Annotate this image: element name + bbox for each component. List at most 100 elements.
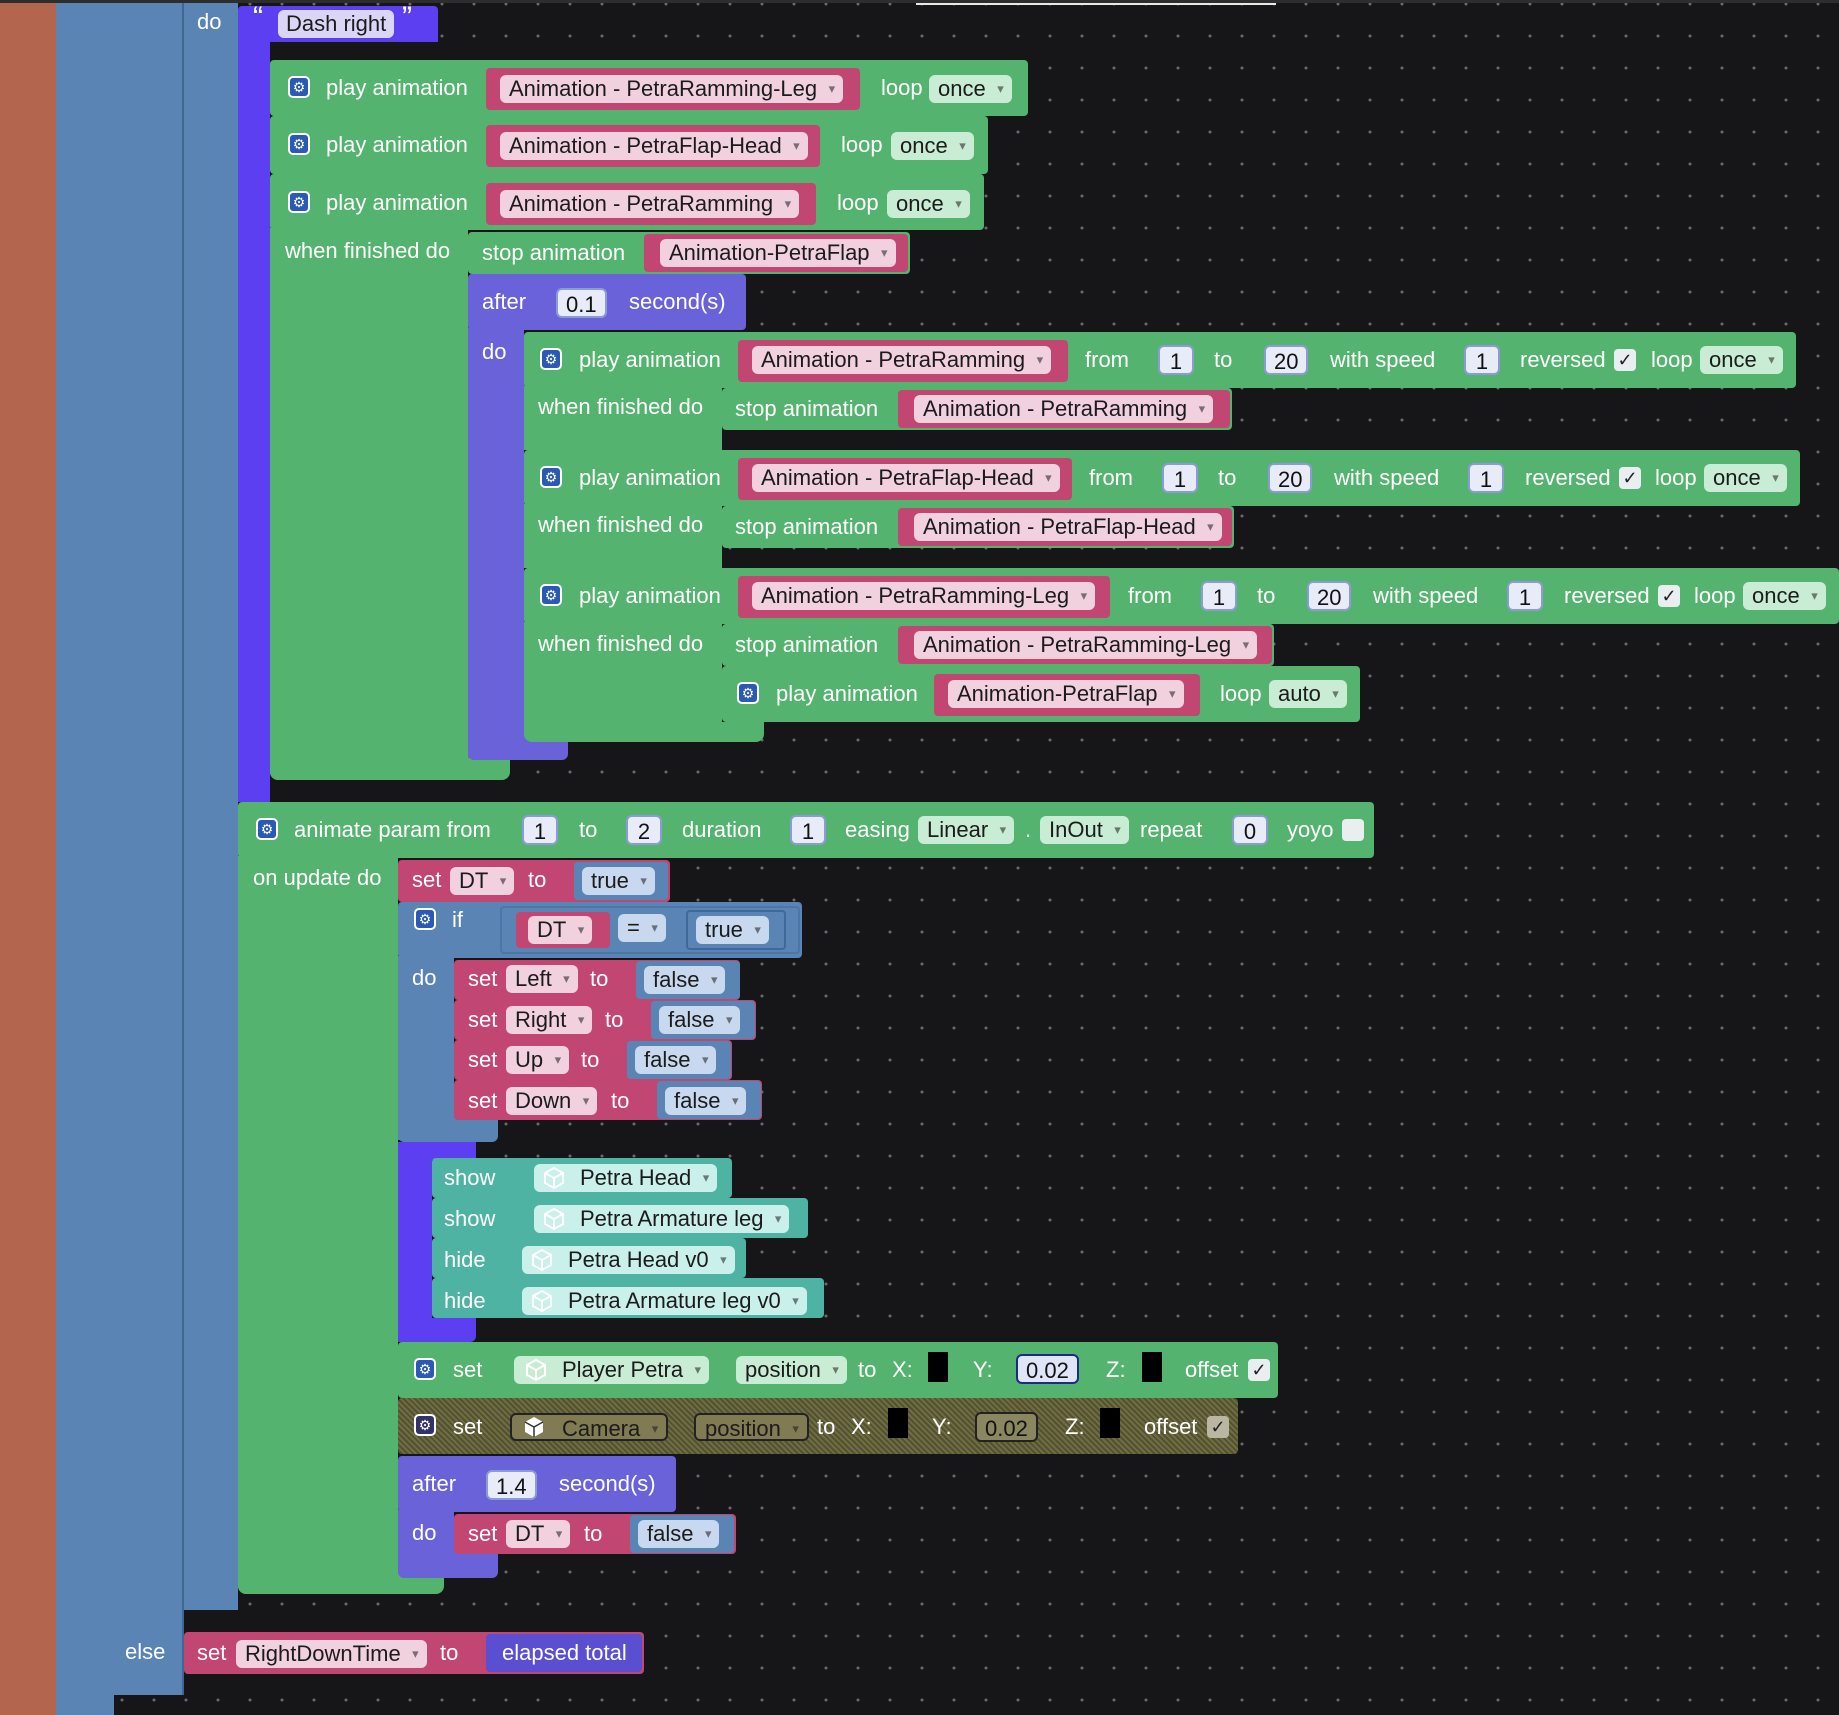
outer-c-block-steel[interactable] — [56, 0, 114, 1715]
variable-dropdown[interactable]: DT — [528, 916, 593, 944]
animation-dropdown[interactable]: Animation - PetraRamming — [752, 346, 1052, 374]
elapsed-total-block[interactable] — [486, 1634, 642, 1672]
from-input[interactable]: 1 — [1158, 345, 1194, 375]
object-dropdown[interactable]: Petra Armature leg — [534, 1205, 790, 1233]
when-finished-arm-2[interactable] — [524, 504, 722, 568]
after-block[interactable] — [468, 274, 746, 330]
gear-icon[interactable]: ⚙ — [288, 76, 310, 98]
from-input[interactable]: 1 — [1162, 463, 1198, 493]
offset-checkbox[interactable]: ✓ — [1248, 1359, 1270, 1381]
when-finished-arm[interactable] — [270, 228, 468, 780]
reversed-checkbox[interactable]: ✓ — [1658, 585, 1680, 607]
variable-dropdown[interactable]: RightDownTime — [236, 1640, 427, 1668]
loop-dropdown[interactable]: once — [1704, 464, 1787, 492]
variable-dropdown[interactable]: Right — [506, 1006, 593, 1034]
variable-dropdown[interactable]: Up — [506, 1046, 570, 1074]
bool-dropdown[interactable]: true — [696, 916, 769, 944]
gear-icon[interactable]: ⚙ — [288, 191, 310, 213]
y-input[interactable]: 0.02 — [975, 1412, 1038, 1442]
to-label: to — [1214, 347, 1233, 372]
after-block-2[interactable] — [398, 1456, 676, 1512]
bool-dropdown[interactable]: false — [638, 1520, 720, 1548]
gear-icon[interactable]: ⚙ — [540, 348, 562, 370]
x-empty-socket[interactable] — [888, 1408, 908, 1438]
gear-icon[interactable]: ⚙ — [256, 818, 278, 840]
dash-right-text-field[interactable]: Dash right — [278, 10, 395, 38]
gear-icon[interactable]: ⚙ — [414, 1358, 436, 1380]
loop-dropdown[interactable]: auto — [1269, 680, 1347, 708]
variable-dropdown[interactable]: Left — [506, 965, 578, 993]
animation-dropdown[interactable]: Animation - PetraFlap-Head — [914, 513, 1222, 541]
inout-dropdown[interactable]: InOut — [1040, 816, 1129, 844]
gear-icon[interactable]: ⚙ — [414, 908, 436, 930]
bool-dropdown[interactable]: true — [582, 867, 655, 895]
variable-dropdown[interactable]: DT — [506, 1520, 571, 1548]
x-empty-socket[interactable] — [928, 1352, 948, 1382]
if-else-block[interactable] — [110, 0, 184, 1695]
animation-dropdown[interactable]: Animation-PetraFlap — [948, 680, 1184, 708]
duration-input[interactable]: 1 — [790, 815, 826, 845]
easing-dropdown[interactable]: Linear — [918, 816, 1015, 844]
object-dropdown[interactable]: Petra Head v0 — [522, 1246, 735, 1274]
variable-dropdown[interactable]: DT — [450, 867, 515, 895]
if-do-arm[interactable] — [398, 956, 454, 1140]
animation-dropdown[interactable]: Animation - PetraRamming — [914, 395, 1214, 423]
bool-dropdown[interactable]: false — [665, 1087, 747, 1115]
if-label: if — [452, 907, 463, 932]
offset-checkbox[interactable]: ✓ — [1207, 1416, 1229, 1438]
gear-icon[interactable]: ⚙ — [414, 1414, 436, 1436]
param-from-input[interactable]: 1 — [522, 815, 558, 845]
when-finished-arm-1[interactable] — [524, 386, 722, 450]
animation-dropdown[interactable]: Animation - PetraFlap-Head — [752, 464, 1060, 492]
object-dropdown[interactable]: Petra Head — [534, 1164, 718, 1192]
speed-input[interactable]: 1 — [1464, 345, 1500, 375]
repeat-input[interactable]: 0 — [1232, 815, 1268, 845]
after-seconds-input[interactable]: 0.1 — [556, 288, 607, 318]
animation-dropdown[interactable]: Animation - PetraRamming-Leg — [914, 631, 1258, 659]
outer-c-block-orange[interactable] — [0, 0, 56, 1715]
dash-right-c-arm[interactable] — [238, 40, 270, 802]
loop-dropdown[interactable]: once — [891, 132, 974, 160]
yoyo-checkbox[interactable] — [1342, 819, 1364, 841]
variable-dropdown[interactable]: Down — [506, 1087, 598, 1115]
animation-dropdown[interactable]: Animation - PetraRamming-Leg — [752, 582, 1096, 610]
object-dropdown[interactable]: Petra Armature leg v0 — [522, 1287, 807, 1315]
reversed-checkbox[interactable]: ✓ — [1614, 349, 1636, 371]
z-empty-socket[interactable] — [1100, 1408, 1120, 1438]
gear-icon[interactable]: ⚙ — [737, 682, 759, 704]
y-input[interactable]: 0.02 — [1016, 1354, 1079, 1384]
bool-dropdown[interactable]: false — [644, 966, 726, 994]
bool-dropdown[interactable]: false — [635, 1046, 717, 1074]
show-hide-group[interactable] — [398, 1142, 432, 1342]
gear-icon[interactable]: ⚙ — [540, 584, 562, 606]
speed-input[interactable]: 1 — [1507, 581, 1543, 611]
loop-dropdown[interactable]: once — [929, 75, 1012, 103]
animation-dropdown[interactable]: Animation - PetraRamming-Leg — [500, 75, 844, 103]
gear-icon[interactable]: ⚙ — [288, 133, 310, 155]
after-do-arm[interactable] — [468, 328, 524, 758]
loop-dropdown[interactable]: once — [887, 190, 970, 218]
speed-input[interactable]: 1 — [1468, 463, 1504, 493]
to-input[interactable]: 20 — [1268, 463, 1313, 493]
to-input[interactable]: 20 — [1307, 581, 1352, 611]
if-do-column[interactable] — [184, 0, 238, 1610]
property-dropdown[interactable]: position — [736, 1356, 847, 1384]
from-input[interactable]: 1 — [1201, 581, 1237, 611]
z-empty-socket[interactable] — [1142, 1352, 1162, 1382]
animation-dropdown[interactable]: Animation - PetraFlap-Head — [500, 132, 808, 160]
loop-label: loop — [841, 132, 883, 157]
property-dropdown[interactable]: position — [694, 1413, 809, 1443]
gear-icon[interactable]: ⚙ — [540, 466, 562, 488]
loop-dropdown[interactable]: once — [1700, 346, 1783, 374]
bool-dropdown[interactable]: false — [659, 1006, 741, 1034]
animation-dropdown[interactable]: Animation-PetraFlap — [660, 239, 896, 267]
to-input[interactable]: 20 — [1264, 345, 1309, 375]
reversed-checkbox[interactable]: ✓ — [1619, 467, 1641, 489]
operator-dropdown[interactable]: = — [618, 914, 666, 942]
object-dropdown[interactable]: Player Petra — [514, 1356, 710, 1384]
param-to-input[interactable]: 2 — [626, 815, 662, 845]
on-update-arm[interactable] — [238, 856, 398, 1594]
after-seconds-input[interactable]: 1.4 — [486, 1470, 537, 1500]
animation-dropdown[interactable]: Animation - PetraRamming — [500, 190, 800, 218]
loop-dropdown[interactable]: once — [1743, 582, 1826, 610]
